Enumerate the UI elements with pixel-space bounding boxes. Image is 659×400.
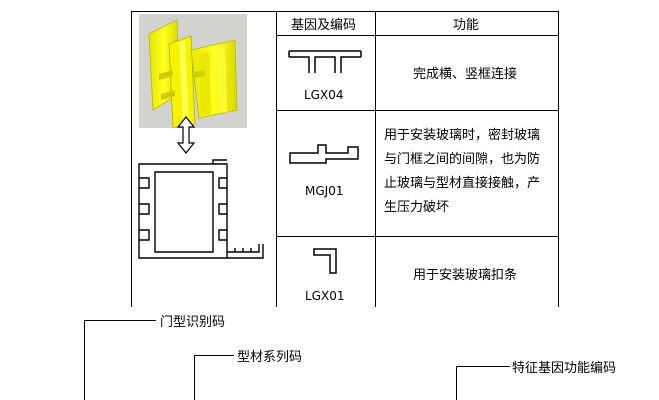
leader-door-id-v: [84, 320, 86, 400]
table-top-border: [131, 11, 559, 12]
profile-lgx04-drawing: [288, 50, 362, 73]
table-left-border: [131, 11, 132, 307]
profile-cross-section: [138, 159, 264, 259]
leader-door-id-h: [84, 320, 156, 322]
double-arrow-icon: [176, 116, 196, 154]
leader-feature-v: [456, 366, 458, 400]
function-lgx01: 用于安装玻璃扣条: [413, 268, 518, 283]
leader-feature-h: [456, 366, 510, 368]
leader-series-h: [194, 355, 234, 357]
label-door-id: 门型识别码: [160, 315, 226, 330]
profile-3d-image: [148, 19, 238, 129]
table-header-rule: [276, 35, 559, 36]
code-lgx04: LGX04: [304, 88, 344, 102]
profile-3d-render: [139, 14, 247, 129]
function-lgx04: 完成横、竖框连接: [413, 67, 518, 82]
profile-lgx01-drawing: [313, 248, 337, 274]
header-gene: 基因及编码: [291, 18, 357, 33]
leader-series-v: [194, 355, 196, 400]
code-lgx01: LGX01: [305, 289, 345, 303]
profile-mgj01-drawing: [289, 144, 359, 164]
label-profile-series: 型材系列码: [237, 350, 303, 365]
code-mgj01: MGJ01: [305, 184, 344, 198]
table-col-divider: [276, 11, 277, 307]
function-mgj01: 用于安装玻璃时，密封玻璃与门框之间的间隙，也为防止玻璃与型材直接接触，产生压力破…: [384, 128, 541, 215]
label-feature-gene: 特征基因功能编码: [512, 361, 617, 376]
table-col-divider-2: [375, 11, 376, 307]
table-right-border: [558, 11, 559, 307]
table-row-rule-1: [276, 110, 559, 111]
header-function: 功能: [453, 18, 480, 33]
table-row-rule-2: [276, 236, 559, 237]
